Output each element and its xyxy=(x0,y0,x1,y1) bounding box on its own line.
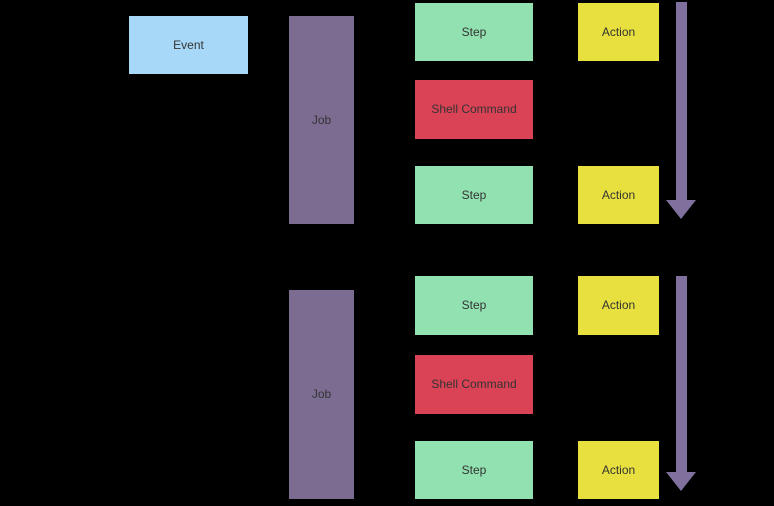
action-node: Action xyxy=(578,441,659,499)
event-node: Event xyxy=(129,16,248,74)
step-node: Step xyxy=(415,276,533,335)
action-node: Action xyxy=(578,276,659,335)
step-node: Step xyxy=(415,3,533,61)
shell-command-node: Shell Command xyxy=(415,355,533,414)
arrow-shaft xyxy=(676,276,687,472)
action-node: Action xyxy=(578,3,659,61)
arrow-head-icon xyxy=(666,200,696,219)
shell-command-node: Shell Command xyxy=(415,80,533,139)
job-node: Job xyxy=(289,290,354,499)
step-node: Step xyxy=(415,166,533,224)
arrow-shaft xyxy=(676,2,687,200)
arrow-head-icon xyxy=(666,472,696,491)
job-node: Job xyxy=(289,16,354,224)
step-node: Step xyxy=(415,441,533,499)
action-node: Action xyxy=(578,166,659,224)
